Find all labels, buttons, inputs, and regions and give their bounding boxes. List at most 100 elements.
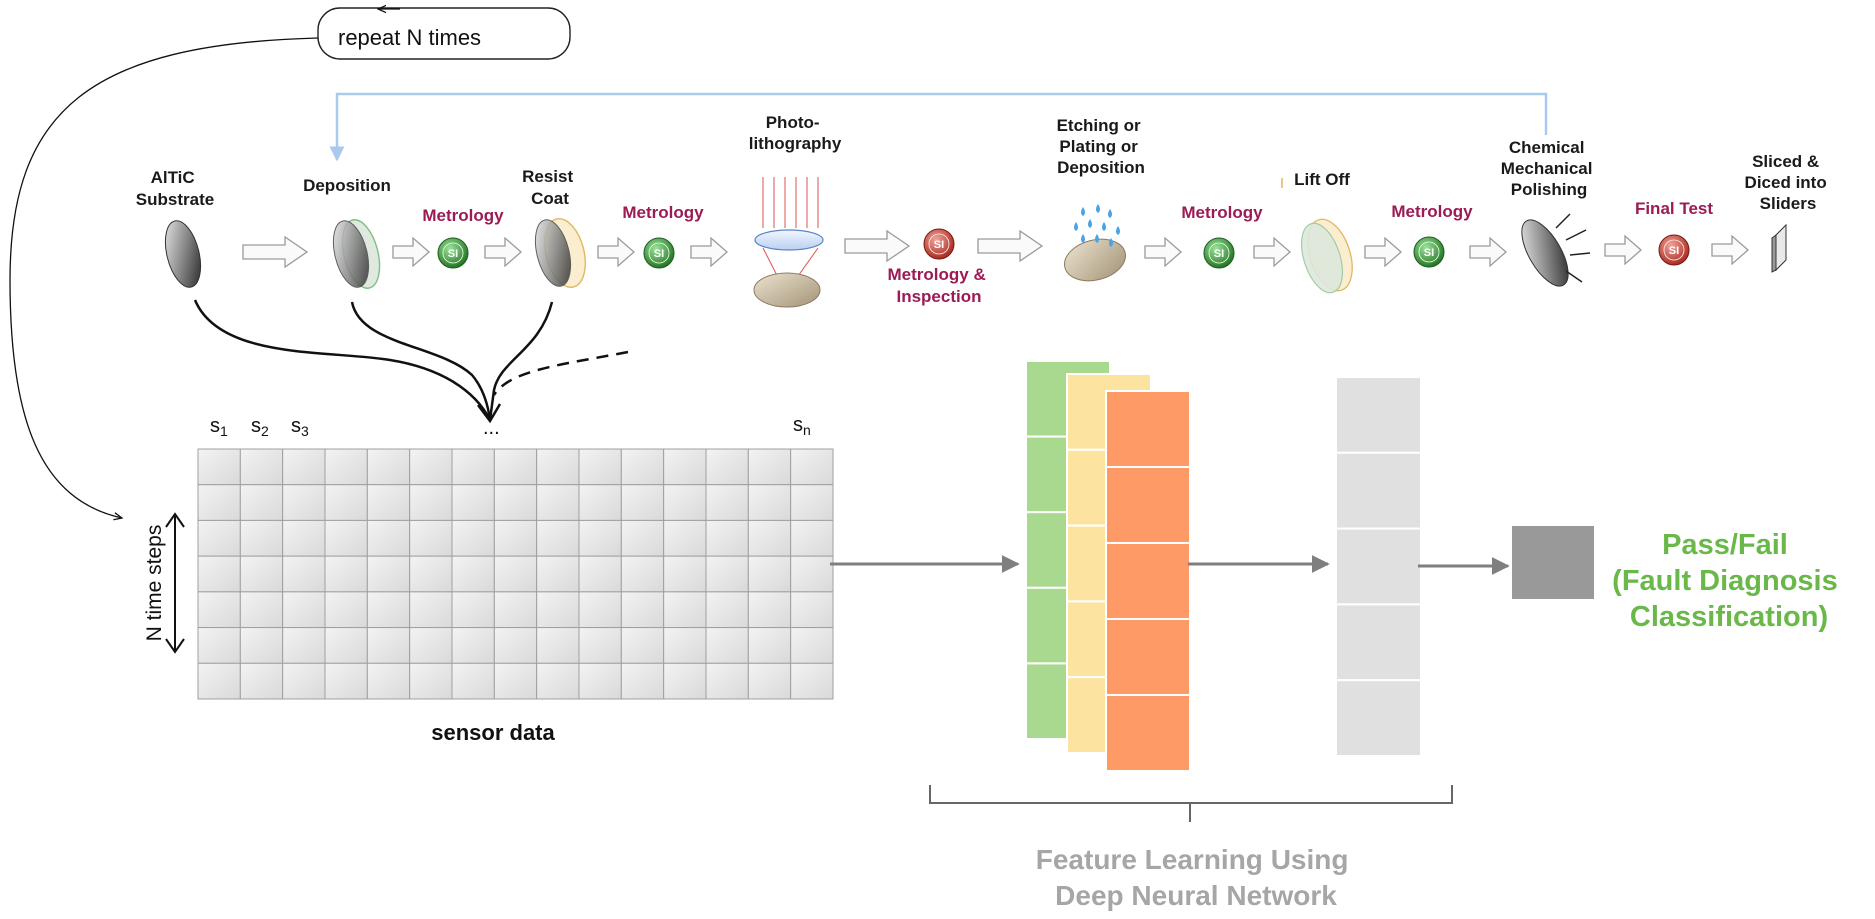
sensor-grid-cell [747, 591, 792, 629]
svg-text:SI: SI [448, 248, 458, 260]
sensor-grid-cell [409, 484, 453, 521]
label-altic: AlTiC Substrate [136, 168, 214, 209]
layer-cell [1105, 466, 1191, 544]
si-badges: SI SI SI SI SI SI [437, 228, 1690, 269]
output-box [1512, 526, 1594, 599]
sensor-grid-cell [620, 519, 665, 557]
curve-from-resist [488, 301, 554, 421]
curve-from-altic [193, 299, 492, 421]
flow-arrow-icon [484, 237, 522, 267]
label-final-test: Final Test [1635, 199, 1713, 218]
sensor-labels: s1 s2 s3 ... sn [210, 414, 811, 439]
feature-brace [929, 785, 1453, 822]
time-axis-label: N time steps [143, 525, 166, 642]
sensor-grid-cell [409, 519, 453, 557]
sensor-grid-cell [620, 484, 665, 521]
layer-cell [1105, 694, 1191, 772]
sensor-grid-cell [578, 591, 622, 629]
sensor-label-ellipsis: ... [483, 417, 500, 439]
sensor-grid-cell [282, 484, 326, 521]
time-axis-arrow-down-icon [165, 638, 185, 654]
sensor-grid-cell [493, 519, 538, 557]
label-metrology-4: Metrology [1391, 202, 1473, 221]
sensor-grid-cell [324, 591, 368, 629]
sensor-grid-cell [409, 591, 453, 629]
si-badge-green-icon: SI [437, 237, 469, 269]
label-sliced: Sliced & Diced into Sliders [1745, 152, 1832, 213]
sensor-label-s2: s2 [251, 415, 269, 439]
sensor-grid-cell [493, 555, 538, 593]
sensor-grid-cell [790, 448, 834, 486]
sensor-grid-cell [705, 662, 749, 700]
sensor-label-s1: s1 [210, 415, 228, 439]
label-cmp: Chemical Mechanical Polishing [1501, 138, 1597, 199]
sensor-grid-cell [578, 662, 622, 700]
sensor-grid-cell [747, 448, 792, 486]
curve-dashed-more [492, 350, 629, 396]
sensor-grid-cell [366, 484, 411, 521]
sensor-grid-cell [324, 448, 368, 486]
flow-arrow-icon [242, 236, 308, 268]
sensor-grid-cell [663, 555, 707, 593]
cmp-icon [1521, 213, 1591, 287]
sensor-grid-cell [493, 627, 538, 664]
lift-off-icon [1281, 178, 1353, 294]
svg-text:SI: SI [934, 239, 944, 251]
sensor-grid-cell [197, 627, 241, 664]
sensor-grid-cell [409, 555, 453, 593]
svg-text:SI: SI [1214, 248, 1224, 260]
sensor-grid-cell [705, 448, 749, 486]
sensor-grid-cell [620, 555, 665, 593]
sensor-grid-cell [282, 448, 326, 486]
flow-arrow-icon [597, 237, 635, 267]
si-badge-red-icon: SI [923, 228, 955, 260]
sensor-grid-cell [578, 484, 622, 521]
resist-coat-icon [534, 218, 586, 288]
sensor-grid-cell [536, 519, 580, 557]
sensor-grid-cell [239, 519, 284, 557]
sensor-grid-cell [409, 448, 453, 486]
sensor-collection-arrows [193, 299, 629, 424]
sensor-grid-cell [366, 519, 411, 557]
network-layer-orange [1105, 390, 1191, 772]
sensor-grid-cell [790, 591, 834, 629]
svg-text:SI: SI [1424, 247, 1434, 259]
layer-cell [1335, 603, 1422, 682]
sensor-grid-cell [197, 555, 241, 593]
sensor-grid-cell [409, 627, 453, 664]
sensor-grid-cell [324, 555, 368, 593]
flow-arrow-icon [977, 230, 1043, 262]
sensor-grid-cell [451, 662, 495, 700]
sensor-grid-cell [620, 591, 665, 629]
sensor-grid-cell [451, 519, 495, 557]
sensor-grid-cell [324, 484, 368, 521]
network-layer-dense [1335, 376, 1422, 758]
etching-icon [1064, 204, 1126, 282]
si-badge-green-icon: SI [643, 237, 675, 269]
sensor-grid-cell [663, 627, 707, 664]
layer-cell [1335, 679, 1422, 758]
flow-arrow-icon [1144, 237, 1182, 267]
sensor-grid-cell [747, 484, 792, 521]
sensor-grid-cell [663, 662, 707, 700]
altic-substrate-icon [164, 220, 202, 288]
sensor-grid-cell [578, 448, 622, 486]
sensor-grid-cell [239, 627, 284, 664]
label-etching: Etching or Plating or Deposition [1057, 116, 1146, 177]
sensor-grid-cell [239, 591, 284, 629]
sensor-grid-cell [747, 519, 792, 557]
flow-arrow-icon [1711, 235, 1749, 265]
sensor-grid-cell [282, 555, 326, 593]
flow-arrow-icon [392, 237, 430, 267]
sensor-grid-cell [536, 662, 580, 700]
sensor-grid-cell [536, 627, 580, 664]
label-photolithography: Photo- lithography [749, 113, 842, 153]
sensor-grid-cell [239, 448, 284, 486]
curves-arrowhead [477, 403, 502, 424]
sensor-grid-cell [366, 448, 411, 486]
sensor-grid-cell [705, 555, 749, 593]
sensor-grid-cell [324, 662, 368, 700]
si-badge-green-icon: SI [1203, 237, 1235, 269]
output-label: Pass/Fail (Fault Diagnosis Classificatio… [1612, 529, 1846, 633]
